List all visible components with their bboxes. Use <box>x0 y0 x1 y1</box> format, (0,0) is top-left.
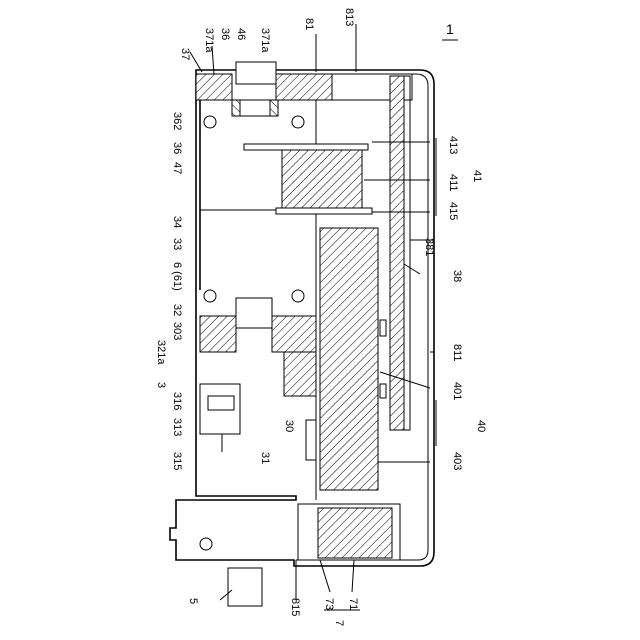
label-813: 813 <box>343 8 355 26</box>
screw-lower-left <box>200 538 212 550</box>
label-40: 40 <box>475 420 487 432</box>
leader-38 <box>404 264 420 274</box>
label-401: 401 <box>451 382 463 400</box>
part-34-block <box>272 316 316 352</box>
part-30-clip <box>306 420 316 460</box>
part-371a-right-block <box>276 74 332 100</box>
label-321a: 321a <box>155 340 167 365</box>
label-38: 38 <box>451 270 463 282</box>
part-371a-left <box>196 74 232 100</box>
label-31: 31 <box>259 452 271 464</box>
label-33: 33 <box>171 238 183 250</box>
gear-33 <box>236 298 272 328</box>
label-371a-right: 371a <box>259 28 271 53</box>
rail-38-edge <box>404 76 410 430</box>
part-415 <box>276 208 372 214</box>
label-37: 37 <box>179 48 191 60</box>
label-41: 41 <box>471 170 483 182</box>
label-3: 3 <box>155 382 167 388</box>
part-5 <box>228 568 262 606</box>
label-415: 415 <box>447 202 459 220</box>
bearing-47-side <box>232 100 240 116</box>
label-303: 303 <box>171 322 183 340</box>
block-403 <box>320 228 378 490</box>
tab-811-a <box>380 320 386 336</box>
rotor-411 <box>282 150 362 208</box>
leader-71 <box>352 560 354 592</box>
label-34: 34 <box>171 216 183 228</box>
label-413: 413 <box>447 136 459 154</box>
label-815: 815 <box>289 598 301 616</box>
part-71 <box>318 508 392 558</box>
label-381: 381 <box>423 238 435 256</box>
rail-38 <box>390 76 404 430</box>
label-32: 32 <box>171 304 183 316</box>
label-313: 313 <box>171 418 183 436</box>
label-71: 71 <box>347 598 359 610</box>
label-36-top: 36 <box>219 28 231 40</box>
screw-362 <box>204 116 216 128</box>
label-411: 411 <box>447 174 459 192</box>
label-315: 315 <box>171 452 183 470</box>
label-7: 7 <box>333 620 345 626</box>
label-811: 811 <box>451 344 463 362</box>
label-403: 403 <box>451 452 463 470</box>
label-46: 46 <box>235 28 247 40</box>
part-413 <box>244 144 368 150</box>
label-30: 30 <box>283 420 295 432</box>
part-321a <box>284 352 316 396</box>
bearing-47-side-right <box>270 100 278 116</box>
part-32 <box>200 316 236 352</box>
label-36-mid: 36 <box>171 142 183 154</box>
bearing-47 <box>236 100 274 116</box>
screw-mid-right <box>292 290 304 302</box>
label-73: 73 <box>323 598 335 610</box>
label-316: 316 <box>171 392 183 410</box>
bearing-46 <box>236 62 276 84</box>
label-362: 362 <box>171 112 183 130</box>
label-81: 81 <box>303 18 315 30</box>
tab-811-b <box>380 384 386 398</box>
label-6-61: 6 (61) <box>171 262 183 291</box>
label-371a-top: 371a <box>203 28 215 53</box>
screw-upper-right <box>292 116 304 128</box>
figure-number: 1 <box>446 21 454 37</box>
part-316 <box>208 396 234 410</box>
screw-mid-left <box>204 290 216 302</box>
label-5: 5 <box>187 598 199 604</box>
leader-73 <box>320 560 330 592</box>
leader-401 <box>380 372 430 388</box>
label-47: 47 <box>171 162 183 174</box>
